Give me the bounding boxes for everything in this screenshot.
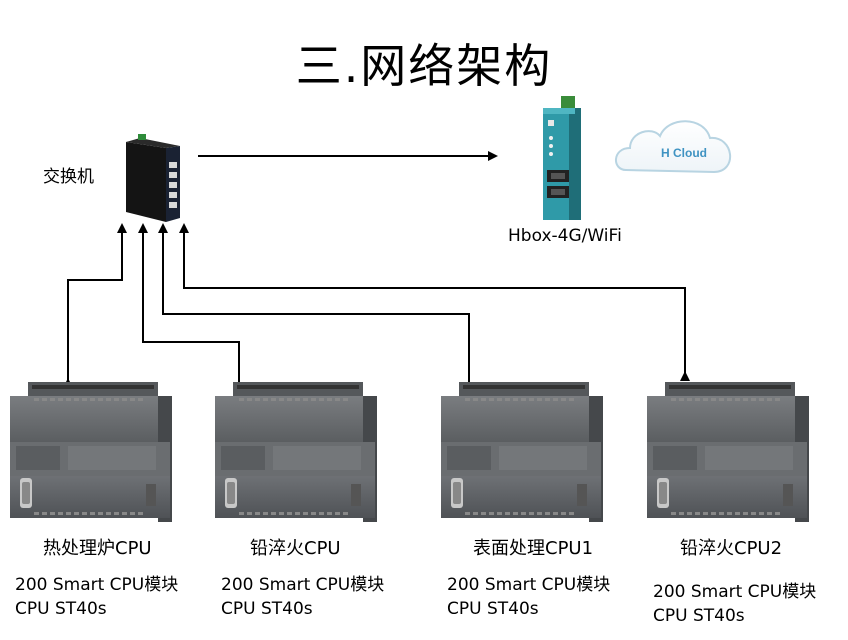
cpu-name: 铅淬火CPU <box>250 538 341 559</box>
cpu-spec: 200 Smart CPU模块 CPU ST40s <box>653 580 816 628</box>
plc-cpu-icon <box>441 382 603 522</box>
cpu-model: 200 Smart CPU模块 <box>653 582 817 602</box>
cpu-type: CPU ST40s <box>221 599 313 619</box>
cloud-icon: H Cloud <box>615 120 731 174</box>
cloud-label: H Cloud <box>661 146 707 160</box>
switch-icon <box>126 134 180 222</box>
cpu-model: 200 Smart CPU模块 <box>221 575 385 595</box>
page-title: 三.网络架构 <box>295 39 553 93</box>
link-cpu3 <box>158 223 474 391</box>
link-cpu2 <box>138 223 244 391</box>
hbox-label: Hbox-4G/WiFi <box>508 226 622 246</box>
cpu-spec: 200 Smart CPU模块 CPU ST40s <box>221 573 384 621</box>
cpu-spec: 200 Smart CPU模块 CPU ST40s <box>447 573 610 621</box>
plc-cpu-icon <box>215 382 377 522</box>
cpu-model: 200 Smart CPU模块 <box>447 575 611 595</box>
switch-label: 交换机 <box>43 167 94 187</box>
cpu-type: CPU ST40s <box>653 606 745 626</box>
link-cpu4 <box>179 223 690 381</box>
cpu-model: 200 Smart CPU模块 <box>15 575 179 595</box>
plc-cpu-icon <box>647 382 809 522</box>
cpu-spec: 200 Smart CPU模块 CPU ST40s <box>15 573 178 621</box>
hbox-icon <box>543 96 581 220</box>
plc-cpu-icon <box>10 382 172 522</box>
cpu-links <box>63 223 690 391</box>
cpu-type: CPU ST40s <box>15 599 107 619</box>
cpu-name: 表面处理CPU1 <box>473 538 594 559</box>
cpu-type: CPU ST40s <box>447 599 539 619</box>
cpu-name: 热处理炉CPU <box>43 538 152 559</box>
cpu-name: 铅淬火CPU2 <box>680 538 783 559</box>
link-cpu1 <box>63 223 127 388</box>
